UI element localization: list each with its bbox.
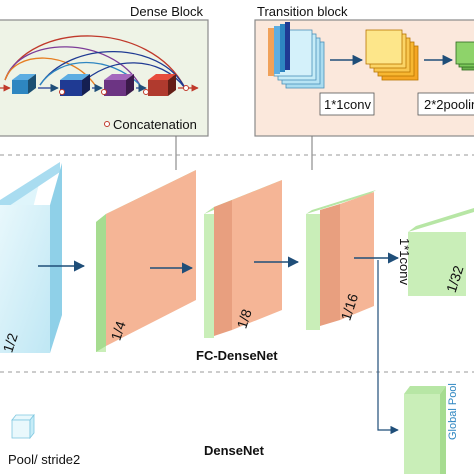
concat-arc [39, 51, 186, 89]
densenet-title: DenseNet [204, 443, 265, 458]
dense-block-panel: Dense Block [0, 4, 209, 137]
global-pool-branch-arrow [377, 260, 399, 435]
feature-block [60, 74, 90, 96]
feature-block [12, 74, 36, 94]
transition-pool-stack [455, 41, 474, 71]
feature-block [148, 74, 176, 96]
global-pool-label: Global Pool [447, 383, 459, 440]
stage-1-8-feature-map [204, 180, 282, 338]
stage-1-2-feature-map [0, 162, 62, 353]
fc-densenet-title: FC-DenseNet [196, 348, 278, 363]
global-pool-block [404, 386, 446, 474]
concatenation-node [183, 85, 189, 91]
stage-1-16-feature-map [306, 190, 376, 330]
stage-1-4-feature-map [96, 170, 196, 352]
feature-block [104, 74, 134, 96]
pool-stride-legend-icon [11, 413, 35, 440]
pool-label: 2*2pooling [424, 97, 474, 112]
transition-conv-stack [365, 29, 419, 81]
concatenation-legend-icon [104, 121, 110, 127]
transition-block-panel: Transition block 1* [254, 4, 474, 137]
stage-1-32-feature-map [408, 208, 474, 296]
stage-label-1-4: 1/4 [107, 319, 128, 343]
stage-label-1-2: 1/2 [0, 331, 21, 355]
transition-input-stack [268, 22, 325, 89]
concatenation-legend-label: Concatenation [113, 117, 197, 132]
stage-label-1-8: 1/8 [233, 307, 254, 331]
conv-label: 1*1conv [324, 97, 371, 112]
concatenation-node [143, 89, 149, 95]
concatenation-node [101, 89, 107, 95]
transition-block-title: Transition block [257, 4, 348, 19]
last-conv-label: 1*1conv [397, 238, 412, 285]
dense-block-title: Dense Block [130, 4, 203, 19]
conv-label-box [319, 92, 375, 116]
pool-stride-legend-label: Pool/ stride2 [8, 452, 80, 467]
pool-label-box [417, 92, 474, 116]
concatenation-node [59, 89, 65, 95]
concat-arc [4, 46, 141, 86]
